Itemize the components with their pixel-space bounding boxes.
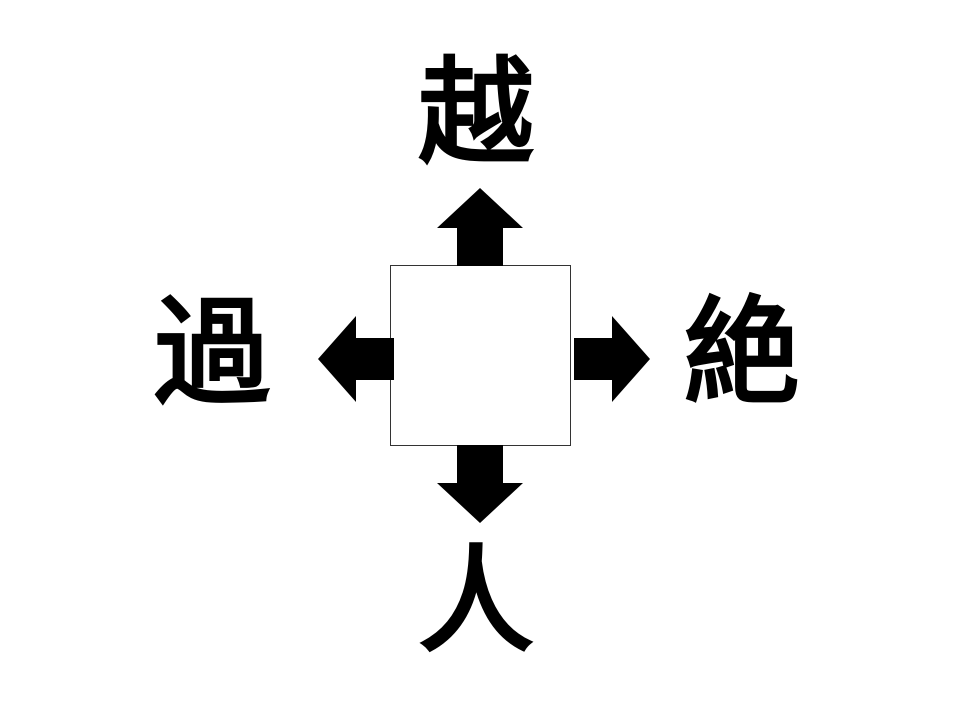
arrow-up-icon [437,188,523,266]
right-kanji: 絶 [684,286,800,421]
answer-box[interactable] [390,265,571,446]
arrow-down-icon [437,445,523,523]
arrow-right-icon [574,316,650,402]
left-kanji: 過 [154,286,270,421]
top-kanji: 越 [418,46,534,181]
arrow-left-icon [318,316,394,402]
bottom-kanji: 人 [418,534,534,669]
